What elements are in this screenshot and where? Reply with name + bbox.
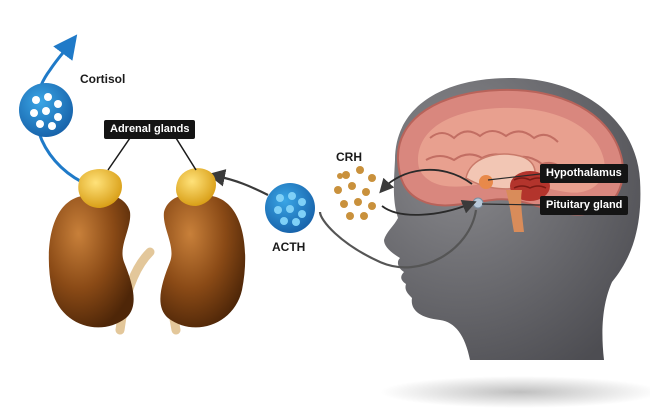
hypothalamus-label: Hypothalamus <box>540 164 628 183</box>
cortisol-label: Cortisol <box>80 72 126 86</box>
left-kidney <box>48 169 155 335</box>
crh-label: CRH <box>336 150 362 164</box>
right-kidney <box>160 168 246 335</box>
hormone-flow-arrows <box>207 169 541 269</box>
pituitary-gland-label: Pituitary gland <box>540 196 629 215</box>
brain <box>396 88 624 232</box>
cortisol-molecule <box>19 34 83 184</box>
acth-label: ACTH <box>272 240 306 254</box>
acth-molecule <box>265 183 315 233</box>
adrenal-glands-label: Adrenal glands <box>104 120 196 139</box>
crh-molecules <box>334 166 376 220</box>
